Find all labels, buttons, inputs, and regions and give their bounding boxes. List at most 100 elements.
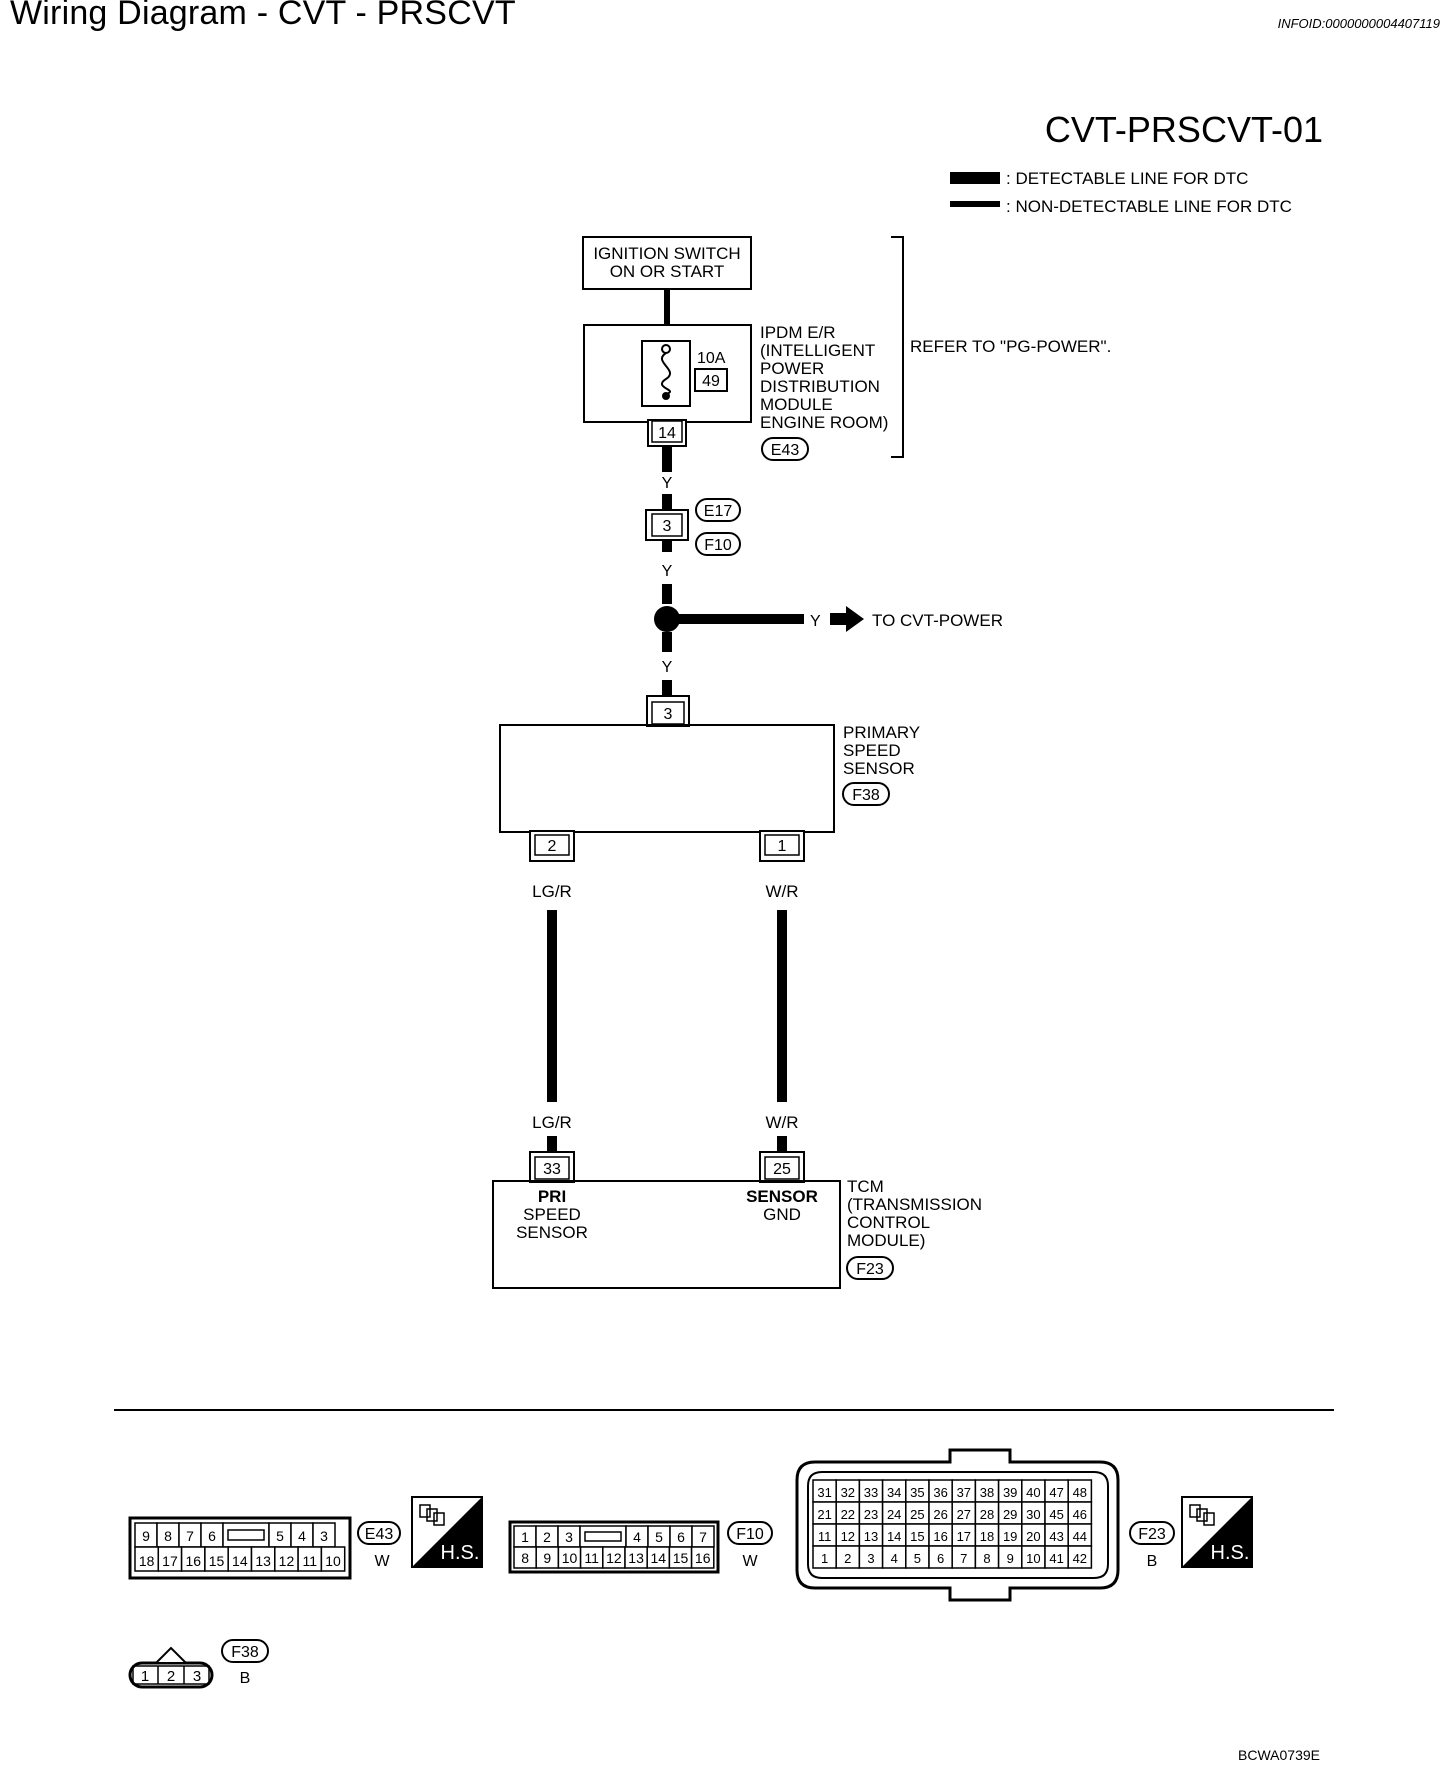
tcm-pin-left-3: SENSOR bbox=[516, 1223, 588, 1242]
fuse-bottom-terminal bbox=[662, 392, 670, 400]
f10-tag-text: F10 bbox=[736, 1526, 764, 1543]
hs-label-e43: H.S. bbox=[441, 1542, 480, 1564]
wire-label-wr-top: W/R bbox=[765, 882, 798, 901]
pin-number: 26 bbox=[933, 1507, 947, 1522]
pin-number: 1 bbox=[521, 1529, 529, 1545]
e43-tag bbox=[357, 1521, 401, 1545]
pin-number: 3 bbox=[565, 1529, 573, 1545]
ipdm-label: IPDM E/R (INTELLIGENT POWER DISTRIBUTION… bbox=[760, 323, 888, 432]
footer-code: BCWA0739E bbox=[1238, 1747, 1320, 1763]
tcm-pin-left-1: PRI bbox=[538, 1187, 566, 1206]
pin-number: 47 bbox=[1049, 1485, 1063, 1500]
pin-number: 36 bbox=[933, 1485, 947, 1500]
pin-number: 1 bbox=[821, 1551, 828, 1566]
fuse-rating: 10A bbox=[697, 350, 726, 367]
pin-number: 43 bbox=[1049, 1529, 1063, 1544]
junction-terminal-3: 3 bbox=[663, 518, 672, 535]
pin-number: 19 bbox=[1003, 1529, 1017, 1544]
f10-housing bbox=[508, 1520, 720, 1574]
info-id: INFOID:0000000004407119 bbox=[1277, 16, 1440, 31]
connector-tag-e43-text: E43 bbox=[771, 442, 800, 459]
wire-label-lgr-top: LG/R bbox=[532, 882, 572, 901]
pin-number: 4 bbox=[633, 1529, 641, 1545]
sensor-terminal-1-inner bbox=[764, 834, 800, 856]
pin-number: 18 bbox=[980, 1529, 994, 1544]
f23-housing bbox=[795, 1448, 1120, 1602]
pin-number: 6 bbox=[208, 1528, 216, 1544]
pin-number: 5 bbox=[914, 1551, 921, 1566]
pin-number: 4 bbox=[298, 1528, 306, 1544]
junction-connector-inner bbox=[651, 513, 683, 537]
pin-number: 27 bbox=[957, 1507, 971, 1522]
pin-number: 45 bbox=[1049, 1507, 1063, 1522]
wire-label-y-2: Y bbox=[662, 563, 673, 580]
ignition-switch-line1: IGNITION SWITCH bbox=[593, 244, 740, 263]
pin-number: 15 bbox=[673, 1550, 689, 1566]
pin-number: 9 bbox=[142, 1528, 150, 1544]
pin-number: 5 bbox=[655, 1529, 663, 1545]
pin-number: 22 bbox=[841, 1507, 855, 1522]
connector-tag-f38-text: F38 bbox=[852, 787, 880, 804]
pin-number: 9 bbox=[1007, 1551, 1014, 1566]
fuse-icon bbox=[661, 352, 671, 395]
connector-tag-e43 bbox=[761, 437, 809, 461]
ipdm-box bbox=[583, 324, 752, 423]
fuse-number: 49 bbox=[702, 373, 720, 390]
pin-number: 18 bbox=[139, 1553, 155, 1569]
tcm-terminal-33: 33 bbox=[543, 1161, 561, 1178]
connector-tag-e17 bbox=[695, 498, 741, 522]
primary-speed-sensor-box bbox=[499, 724, 835, 833]
f38-tag-text: F38 bbox=[231, 1644, 259, 1661]
pin-number: 16 bbox=[695, 1550, 711, 1566]
tcm-pin-right-2: GND bbox=[763, 1205, 801, 1224]
tcm-terminal-25: 25 bbox=[773, 1161, 791, 1178]
pin-number: 30 bbox=[1026, 1507, 1040, 1522]
f38-pin-row bbox=[132, 1665, 210, 1685]
pin-number: 12 bbox=[606, 1550, 622, 1566]
pin-cell bbox=[1067, 1545, 1093, 1569]
pin-number: 37 bbox=[957, 1485, 971, 1500]
pin-number: 5 bbox=[276, 1528, 284, 1544]
sensor-terminal-3: 3 bbox=[664, 706, 673, 723]
pin-number: 10 bbox=[325, 1553, 341, 1569]
pin-number: 20 bbox=[1026, 1529, 1040, 1544]
f38-pin-3: 3 bbox=[193, 1668, 201, 1685]
pin-number: 14 bbox=[232, 1553, 248, 1569]
pin-number: 16 bbox=[933, 1529, 947, 1544]
pin-lock-slot bbox=[227, 1529, 265, 1541]
pin-number: 34 bbox=[887, 1485, 901, 1500]
ipdm-label-line1: IPDM E/R bbox=[760, 323, 836, 342]
pin-number: 35 bbox=[910, 1485, 924, 1500]
pin-number: 32 bbox=[841, 1485, 855, 1500]
ipdm-label-line2: (INTELLIGENT bbox=[760, 341, 875, 360]
primary-sensor-label-3: SENSOR bbox=[843, 759, 915, 778]
tcm-label-3: CONTROL bbox=[847, 1213, 930, 1232]
pin-number: 2 bbox=[844, 1551, 851, 1566]
wire-label-lgr-bottom: LG/R bbox=[532, 1113, 572, 1132]
pin-number: 11 bbox=[818, 1529, 832, 1544]
diagram-id: CVT-PRSCVT-01 bbox=[1045, 109, 1323, 150]
f10-tag bbox=[727, 1521, 773, 1545]
f23-housing-inner bbox=[807, 1471, 1109, 1579]
primary-sensor-label-1: PRIMARY bbox=[843, 723, 920, 742]
f38-pin-2: 2 bbox=[167, 1668, 175, 1685]
pin-number: 17 bbox=[162, 1553, 178, 1569]
legend-nondetectable-line bbox=[950, 201, 1000, 207]
pin-number: 31 bbox=[817, 1485, 831, 1500]
tcm-box bbox=[492, 1180, 841, 1289]
refer-bracket bbox=[891, 236, 904, 458]
pin-number: 13 bbox=[864, 1529, 878, 1544]
legend-nondetectable-text: : NON-DETECTABLE LINE FOR DTC bbox=[1006, 197, 1292, 216]
wire-label-y-3: Y bbox=[662, 659, 673, 676]
pin-number: 12 bbox=[279, 1553, 295, 1569]
pin-number: 8 bbox=[521, 1550, 529, 1566]
pin-number: 6 bbox=[677, 1529, 685, 1545]
e43-housing bbox=[128, 1516, 352, 1580]
pin-number: 2 bbox=[543, 1529, 551, 1545]
tcm-label-1: TCM bbox=[847, 1177, 884, 1196]
f23-tag bbox=[1129, 1521, 1175, 1545]
pin-number: 46 bbox=[1073, 1507, 1087, 1522]
